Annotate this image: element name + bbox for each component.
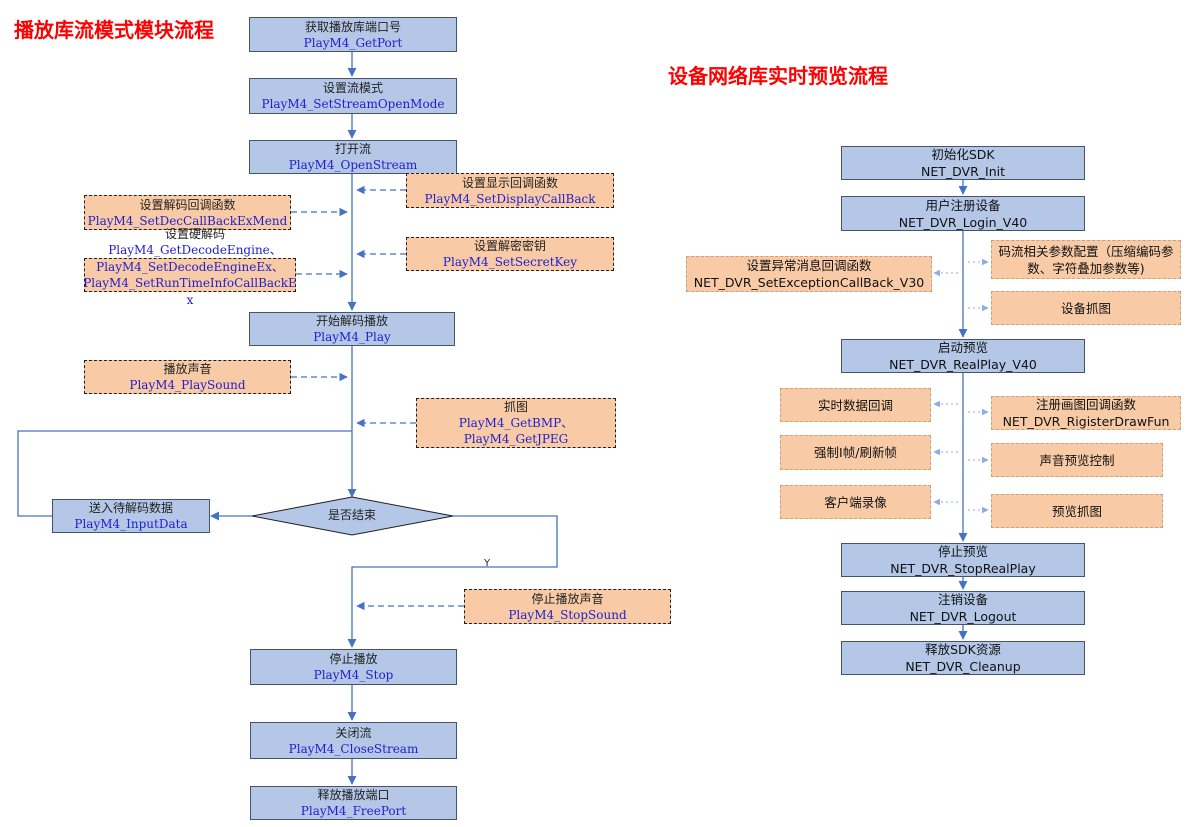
node-function: NET_DVR_Logout [909, 609, 1017, 624]
node-function: PlayM4_Stop [313, 668, 394, 682]
node-label: 客户端录像 [824, 494, 887, 510]
node-function: NET_DVR_Cleanup [905, 659, 1021, 674]
stop-node: 停止播放 PlayM4_Stop [250, 649, 457, 685]
exception-callback-node: 设置异常消息回调函数 NET_DVR_SetExceptionCallBack_… [686, 256, 932, 292]
decision-label: 是否结束 [327, 508, 376, 522]
node-label: 抓图 [503, 400, 528, 414]
node-label: 设置显示回调函数 [461, 175, 558, 190]
set-secret-key-node: 设置解密密钥 PlayM4_SetSecretKey [406, 237, 614, 271]
set-stream-mode-node: 设置流模式 PlayM4_SetStreamOpenMode [249, 78, 457, 114]
node-function: PlayM4_SetStreamOpenMode [261, 97, 445, 111]
node-function: PlayM4_SetSecretKey [442, 255, 578, 269]
node-function: PlayM4_CloseStream [288, 741, 419, 756]
decision-diamond [251, 496, 454, 536]
node-function: PlayM4_OpenStream [288, 158, 418, 172]
node-function: NET_DVR_Init [920, 164, 1005, 179]
stop-sound-node: 停止播放声音 PlayM4_StopSound [464, 589, 671, 624]
hw-decode-label: 设置硬解码 [164, 227, 225, 241]
hw-decode-function-overflow: x [186, 293, 194, 307]
node-label: 送入待解码数据 [88, 501, 173, 515]
node-label: 设置异常消息回调函数 [746, 258, 872, 273]
node-label: 关闭流 [335, 725, 372, 740]
logout-node: 注销设备 NET_DVR_Logout [841, 591, 1085, 625]
stream-params-node: 码流相关参数配置（压缩编码参数、字符叠加参数等) [991, 240, 1181, 279]
sound-control-node: 声音预览控制 [991, 443, 1163, 477]
login-node: 用户注册设备 NET_DVR_Login_V40 [841, 196, 1085, 231]
node-label: 播放声音 [163, 362, 212, 376]
right-flow-title: 设备网络库实时预览流程 [668, 64, 888, 88]
node-function: PlayM4_FreePort [300, 804, 407, 818]
left-side-connectors [291, 185, 464, 611]
node-label: 设备抓图 [1060, 300, 1111, 316]
node-function: PlayM4_StopSound [508, 607, 627, 622]
node-function: NET_DVR_RealPlay_V40 [889, 357, 1037, 372]
node-label: 停止预览 [937, 544, 988, 559]
set-hw-decode-node: PlayM4_SetDecodeEngineEx、 PlayM4_SetRunT… [84, 258, 296, 292]
force-iframe-node: 强制I帧/刷新帧 [780, 435, 931, 470]
node-label: 启动预览 [937, 340, 988, 355]
node-label: 释放播放端口 [317, 788, 390, 802]
node-function: PlayM4_GetPort [303, 35, 403, 50]
node-label: 注销设备 [937, 592, 988, 607]
left-flow-title: 播放库流模式模块流程 [14, 18, 214, 42]
open-stream-node: 打开流 PlayM4_OpenStream [249, 140, 457, 174]
node-function: NET_DVR_StopRealPlay [890, 561, 1036, 576]
input-data-node: 送入待解码数据 PlayM4_InputData [52, 499, 210, 533]
realtime-callback-node: 实时数据回调 [780, 388, 931, 422]
node-label: 停止播放 [329, 652, 378, 666]
client-record-node: 客户端录像 [780, 485, 931, 519]
node-function-line2: PlayM4_GetJPEG [463, 432, 569, 446]
set-decode-callback-node: 设置解码回调函数 PlayM4_SetDecCallBackExMend [84, 195, 291, 230]
node-label: 开始解码播放 [315, 314, 388, 328]
realplay-node: 启动预览 NET_DVR_RealPlay_V40 [841, 339, 1085, 373]
set-display-callback-node: 设置显示回调函数 PlayM4_SetDisplayCallBack [406, 173, 614, 208]
node-function: PlayM4_InputData [74, 517, 188, 531]
node-function: NET_DVR_Login_V40 [898, 214, 1028, 230]
left-main-connectors [17, 52, 558, 785]
play-sound-node: 播放声音 PlayM4_PlaySound [84, 360, 291, 394]
preview-capture-node: 预览抓图 [991, 494, 1163, 528]
node-label: 实时数据回调 [817, 397, 893, 413]
node-function: NET_DVR_SetExceptionCallBack_V30 [693, 275, 925, 290]
node-function-line2: PlayM4_SetRunTimeInfoCallBackE [84, 276, 296, 290]
node-label: 注册画图回调函数 [1035, 397, 1136, 412]
stop-realplay-node: 停止预览 NET_DVR_StopRealPlay [841, 543, 1085, 577]
node-label: 获取播放库端口号 [304, 19, 401, 34]
node-label: 释放SDK资源 [925, 642, 1001, 657]
play-node: 开始解码播放 PlayM4_Play [249, 312, 455, 346]
get-port-node: 获取播放库端口号 PlayM4_GetPort [249, 17, 457, 52]
node-label: 设置流模式 [322, 81, 383, 95]
node-function: NET_DVR_RigisterDrawFun [1002, 414, 1170, 429]
node-label: 码流相关参数配置（压缩编码参数、字符叠加参数等) [998, 243, 1174, 276]
node-function: PlayM4_SetDisplayCallBack [424, 191, 596, 206]
init-sdk-node: 初始化SDK NET_DVR_Init [841, 146, 1085, 180]
close-stream-node: 关闭流 PlayM4_CloseStream [250, 722, 457, 759]
draw-callback-node: 注册画图回调函数 NET_DVR_RigisterDrawFun [991, 396, 1181, 430]
node-label: 声音预览控制 [1039, 452, 1115, 468]
node-label: 强制I帧/刷新帧 [814, 445, 897, 460]
device-capture-node: 设备抓图 [991, 291, 1181, 325]
node-function-line1: PlayM4_SetDecodeEngineEx、 [96, 260, 284, 274]
node-label: 打开流 [334, 142, 371, 156]
node-function: PlayM4_PlaySound [129, 378, 246, 392]
node-function: PlayM4_SetDecCallBackExMend [87, 213, 288, 228]
node-label: 用户注册设备 [925, 197, 1001, 213]
node-function: PlayM4_Play [313, 330, 391, 344]
node-label: 设置解密密钥 [473, 239, 546, 253]
node-label: 停止播放声音 [531, 591, 604, 606]
right-side-connectors [933, 258, 989, 514]
node-label: 预览抓图 [1051, 503, 1102, 519]
node-function-line1: PlayM4_GetBMP、 [458, 416, 574, 430]
capture-node: 抓图 PlayM4_GetBMP、 PlayM4_GetJPEG [416, 398, 616, 448]
node-label: 设置解码回调函数 [139, 197, 236, 212]
decision-yes-label: Y [484, 558, 491, 569]
free-port-node: 释放播放端口 PlayM4_FreePort [250, 786, 457, 820]
hw-decode-function-outside: PlayM4_GetDecodeEngine、 [108, 243, 282, 257]
cleanup-node: 释放SDK资源 NET_DVR_Cleanup [841, 641, 1085, 675]
node-label: 初始化SDK [931, 147, 995, 162]
